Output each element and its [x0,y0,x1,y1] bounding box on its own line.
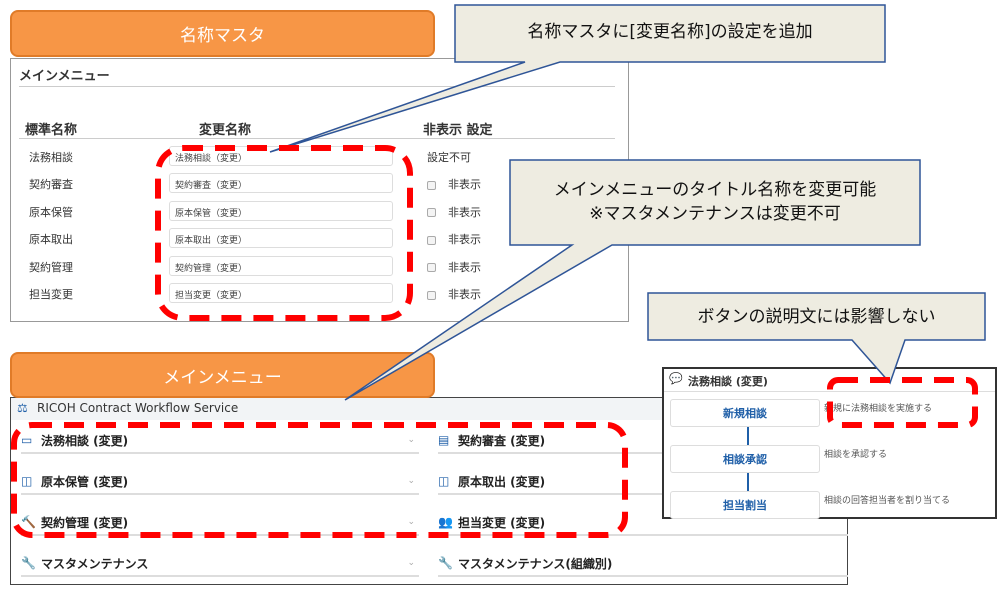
wrench-icon: 🔧 [438,556,453,570]
menu-item-label: 契約管理 (変更) [41,515,129,530]
hide-setting[interactable]: 非表示 [427,286,481,302]
document-icon: ▤ [438,433,450,447]
standard-name: 契約管理 [29,260,73,274]
menu-item[interactable]: 🔧 マスタメンテナンス(組織別) [438,551,848,577]
wrench-icon: 🔧 [21,556,36,570]
menu-item-label: 法務相談 (変更) [41,433,129,448]
menu-item[interactable]: 🔧 マスタメンテナンス ⌄ [21,551,419,577]
menu-item-label: マスタメンテナンス [41,556,149,571]
master-section-title: メインメニュー [19,69,110,84]
hide-setting[interactable]: 非表示 [427,176,481,192]
standard-name: 契約審査 [29,178,73,192]
callout-shape [269,4,886,153]
changed-name-input[interactable]: 担当変更（変更） [169,283,393,303]
standard-name: 法務相談 [29,151,73,164]
hide-label: 非表示 [448,178,481,192]
changed-name-input[interactable]: 原本保管（変更） [169,200,393,221]
workflow-step-button[interactable]: 相談承認 [670,445,820,473]
standard-name: 原本保管 [29,205,73,219]
menu-item-label: 契約審査 (変更) [458,433,546,448]
step-description: 相談を承認する [824,450,888,460]
hide-label: 非表示 [448,260,481,274]
hide-checkbox[interactable] [427,180,436,190]
hide-checkbox[interactable] [427,290,436,300]
callout-text: メインメニューのタイトル名称を変更可能 ※マスタメンテナンスは変更不可 [510,178,920,226]
hide-setting[interactable]: 非表示 [427,259,481,275]
changed-name-input[interactable]: 契約審査（変更） [169,173,393,194]
header-standard-name: 標準名称 [25,123,78,138]
chat-icon: ▭ [21,433,33,447]
callout-text: 名称マスタに[変更名称]の設定を追加 [527,22,813,42]
chevron-down-icon[interactable]: ⌄ [407,435,415,445]
menu-item[interactable]: ▤ 契約審査 (変更) [438,428,848,454]
menu-item-label: 原本保管 (変更) [41,474,129,489]
hide-setting[interactable]: 非表示 [427,204,481,220]
users-icon: 👥 [438,515,453,529]
callout-line: メインメニューのタイトル名称を変更可能 [553,180,877,200]
divider [19,86,615,87]
step-description: 新規に法務相談を実施する [824,404,933,414]
divider [19,138,615,139]
divider [664,391,995,392]
menu-item[interactable]: ◫ 原本取出 (変更) [438,469,848,495]
scales-icon: ⚖ [17,401,28,415]
archive-icon: ◫ [21,474,33,488]
callout-text: ボタンの説明文には影響しない [697,307,936,327]
hide-setting: 設定不可 [427,149,471,165]
hide-checkbox[interactable] [427,235,436,245]
changed-name-input[interactable]: 契約管理（変更） [169,255,393,276]
chevron-down-icon[interactable]: ⌄ [407,476,415,486]
chat-icon: 💬 [669,372,683,385]
step-description: 相談の回答担当者を割り当てる [824,496,951,506]
highlight-menu-items [11,422,628,538]
hide-label: 非表示 [448,205,481,219]
hide-label: 設定不可 [427,151,471,164]
menu-item-label: 原本取出 (変更) [458,474,546,489]
menu-item[interactable]: ◫ 原本保管 (変更) ⌄ [21,469,419,495]
callout-shape [344,159,921,401]
main-menu-label: メインメニュー [10,352,435,398]
header-hide-setting: 非表示 設定 [423,123,493,138]
standard-name: 担当変更 [29,288,73,301]
hide-label: 非表示 [448,233,481,247]
menu-item[interactable]: ▭ 法務相談 (変更) ⌄ [21,428,419,454]
app-header: ⚖ RICOH Contract Workflow Service [11,398,847,420]
chevron-down-icon[interactable]: ⌄ [407,558,415,568]
standard-name: 原本取出 [29,233,73,247]
chevron-down-icon[interactable]: ⌄ [407,517,415,527]
menu-item[interactable]: 👥 担当変更 (変更) [438,510,848,536]
hide-setting[interactable]: 非表示 [427,231,481,247]
archive-icon: ◫ [438,474,450,488]
workflow-popup: 💬 法務相談 (変更) 新規相談 新規に法務相談を実施する相談承認 相談を承認す… [662,367,997,519]
workflow-step-button[interactable]: 新規相談 [670,399,820,427]
menu-item-label: マスタメンテナンス(組織別) [458,556,613,571]
callout-line: ※マスタメンテナンスは変更不可 [589,204,841,224]
changed-name-input[interactable]: 原本取出（変更） [169,228,393,249]
highlight-description [827,377,978,428]
header-changed-name: 変更名称 [199,123,252,138]
hide-checkbox[interactable] [427,208,436,218]
name-master-label: 名称マスタ [10,10,435,57]
highlight-changed-names [155,145,413,321]
hide-checkbox[interactable] [427,263,436,273]
workflow-step-button[interactable]: 担当割当 [670,491,820,519]
hide-label: 非表示 [448,288,481,301]
popup-title: 法務相談 (変更) [688,375,768,388]
callout-shape [647,292,986,385]
gavel-icon: 🔨 [21,515,36,529]
menu-item-label: 担当変更 (変更) [458,515,546,530]
app-title: RICOH Contract Workflow Service [37,401,239,415]
